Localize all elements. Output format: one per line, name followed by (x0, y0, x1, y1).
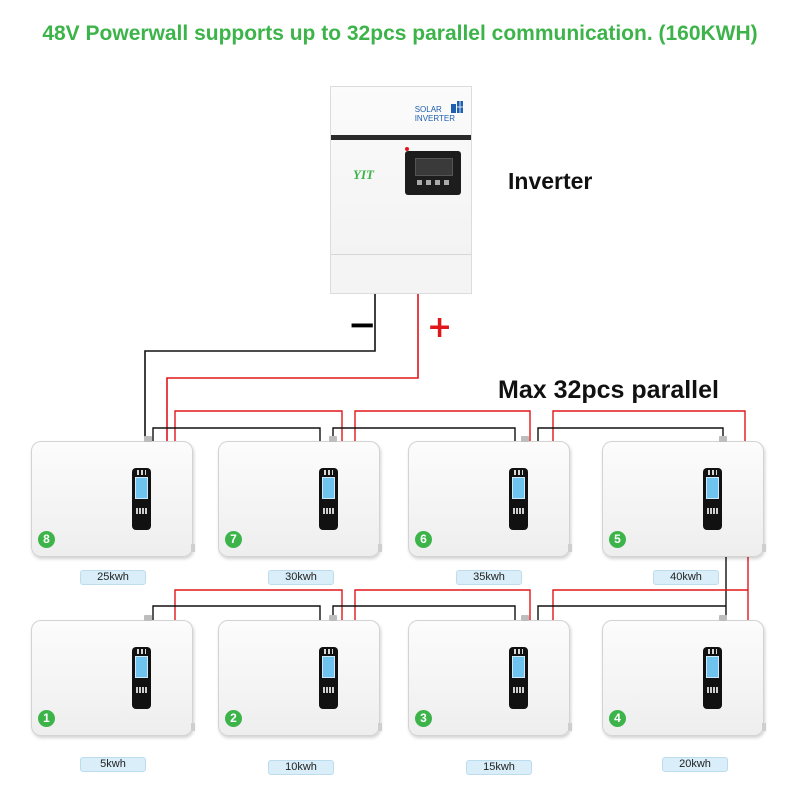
battery-unit: 8 (31, 436, 195, 557)
battery-port (719, 615, 727, 621)
battery-capacity-tag: 10kwh (268, 760, 334, 775)
inverter-led (405, 147, 409, 151)
inverter-stripe (331, 135, 471, 140)
negative-link-1-2 (152, 605, 321, 620)
battery-number-badge: 5 (609, 531, 626, 548)
battery-display (319, 647, 338, 709)
battery-unit: 2 (218, 615, 382, 736)
battery-number-badge: 6 (415, 531, 432, 548)
inverter-brand-line2: INVERTER (414, 114, 455, 123)
negative-link-8-7 (152, 427, 321, 441)
battery-side-knob (762, 544, 766, 552)
battery-display (132, 468, 151, 530)
battery-port (329, 436, 337, 442)
battery-unit: 3 (408, 615, 572, 736)
battery-unit: 5 (602, 436, 766, 557)
negative-terminal-label: − (348, 305, 377, 345)
battery-capacity-tag: 40kwh (653, 570, 719, 585)
battery-port (329, 615, 337, 621)
inverter-buttons (417, 180, 449, 185)
battery-side-knob (378, 544, 382, 552)
battery-unit: 4 (602, 615, 766, 736)
inverter-logo: YIT (353, 167, 374, 182)
battery-side-knob (191, 723, 195, 731)
battery-port (144, 436, 152, 442)
positive-link-6-5 (552, 410, 746, 441)
battery-side-knob (568, 544, 572, 552)
battery-number-badge: 4 (609, 710, 626, 727)
battery-display (703, 468, 722, 530)
diagram-title: 48V Powerwall supports up to 32pcs paral… (42, 22, 758, 45)
battery-port (719, 436, 727, 442)
battery-display (319, 468, 338, 530)
battery-display (132, 647, 151, 709)
battery-side-knob (191, 544, 195, 552)
negative-link-3-4 (537, 605, 726, 620)
positive-terminal-label: + (427, 310, 453, 345)
battery-display (703, 647, 722, 709)
solar-panel-icon (451, 101, 463, 113)
battery-number-badge: 7 (225, 531, 242, 548)
battery-port (521, 615, 529, 621)
battery-display (509, 647, 528, 709)
battery-side-knob (378, 723, 382, 731)
positive-link-8-7 (174, 410, 343, 441)
inverter-brand-line1: SOLAR (414, 105, 442, 114)
parallel-label: Max 32pcs parallel (498, 376, 719, 404)
inverter-label: Inverter (508, 168, 593, 194)
battery-capacity-tag: 5kwh (80, 757, 146, 772)
positive-link-7-6 (354, 410, 531, 441)
battery-unit: 1 (31, 615, 195, 736)
battery-unit: 7 (218, 436, 382, 557)
positive-link-3-4 (552, 589, 748, 620)
positive-link-2-3 (354, 589, 531, 620)
inverter-control-panel (405, 151, 461, 195)
battery-port (521, 436, 529, 442)
battery-capacity-tag: 25kwh (80, 570, 146, 585)
battery-unit: 6 (408, 436, 572, 557)
battery-number-badge: 8 (38, 531, 55, 548)
negative-main-wire (144, 294, 376, 441)
battery-number-badge: 1 (38, 710, 55, 727)
battery-display (509, 468, 528, 530)
battery-side-knob (762, 723, 766, 731)
battery-number-badge: 2 (225, 710, 242, 727)
inverter-brand-text: SOLAR INVERTER (415, 105, 455, 123)
positive-main-wire (166, 294, 419, 441)
negative-link-6-5 (537, 427, 724, 441)
battery-side-knob (568, 723, 572, 731)
positive-link-1-2 (174, 589, 343, 620)
negative-link-2-3 (332, 605, 516, 620)
inverter-bottom-panel (331, 254, 471, 293)
battery-port (144, 615, 152, 621)
battery-capacity-tag: 35kwh (456, 570, 522, 585)
inverter-lcd (415, 158, 453, 176)
battery-capacity-tag: 30kwh (268, 570, 334, 585)
battery-capacity-tag: 20kwh (662, 757, 728, 772)
negative-link-7-6 (332, 427, 516, 441)
battery-capacity-tag: 15kwh (466, 760, 532, 775)
solar-inverter: SOLAR INVERTER YIT (330, 86, 472, 294)
battery-number-badge: 3 (415, 710, 432, 727)
